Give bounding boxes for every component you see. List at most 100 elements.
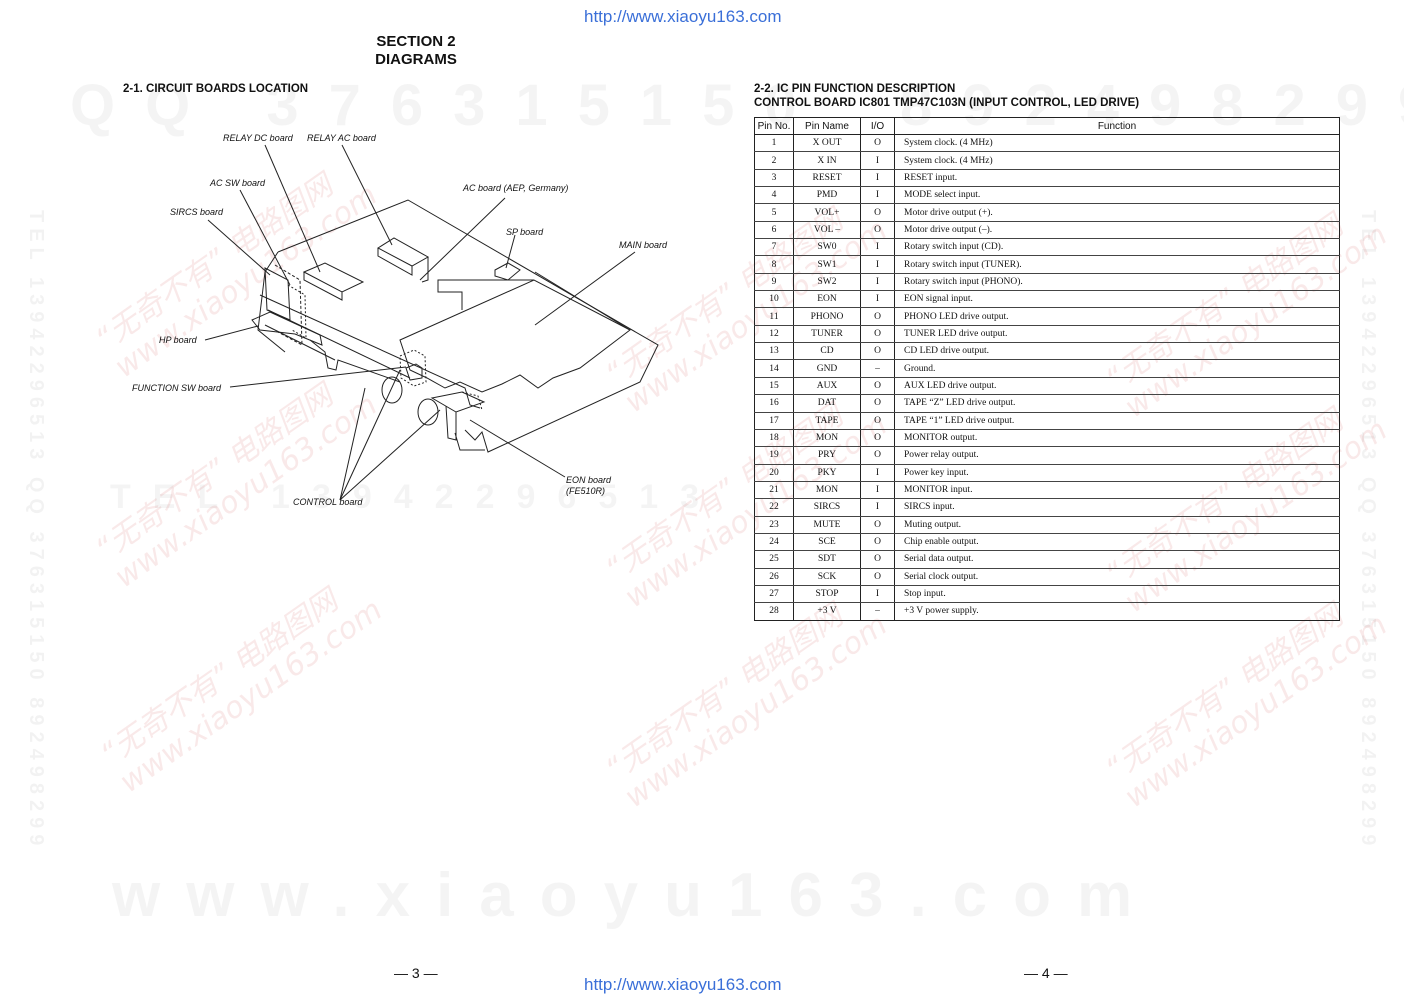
- cell-pin-name: SCK: [793, 568, 861, 586]
- cell-function: Muting output.: [894, 516, 1340, 534]
- cell-pin-no: 5: [754, 203, 794, 222]
- cell-io: I: [860, 169, 895, 188]
- cell-function: System clock. (4 MHz): [894, 134, 1340, 153]
- cell-io: O: [860, 203, 895, 222]
- cell-io: O: [860, 412, 895, 430]
- cell-io: O: [860, 325, 895, 344]
- cell-pin-name: VOL –: [793, 221, 861, 240]
- cell-io: O: [860, 568, 895, 586]
- cell-pin-name: X OUT: [793, 134, 861, 153]
- cell-pin-no: 17: [754, 412, 794, 430]
- cell-function: MODE select input.: [894, 186, 1340, 205]
- cell-io: I: [860, 273, 895, 292]
- cell-pin-name: STOP: [793, 585, 861, 604]
- cell-pin-no: 19: [754, 446, 794, 465]
- ic-pin-heading-line1: 2-2. IC PIN FUNCTION DESCRIPTION: [754, 83, 956, 95]
- cell-function: SIRCS input.: [894, 498, 1340, 517]
- cell-io: O: [860, 394, 895, 413]
- cell-pin-no: 28: [754, 602, 794, 621]
- section-name: DIAGRAMS: [375, 51, 457, 68]
- cell-pin-no: 7: [754, 238, 794, 257]
- cell-pin-no: 22: [754, 498, 794, 517]
- cell-io: –: [860, 602, 895, 621]
- page-number-right: — 4 —: [1024, 965, 1068, 981]
- cell-function: Chip enable output.: [894, 533, 1340, 552]
- cell-pin-name: MON: [793, 481, 861, 500]
- cell-function: Ground.: [894, 359, 1340, 378]
- cell-pin-no: 24: [754, 533, 794, 552]
- cell-pin-name: TUNER: [793, 325, 861, 344]
- cell-pin-name: DAT: [793, 394, 861, 413]
- cell-function: Motor drive output (+).: [894, 203, 1340, 222]
- cell-pin-no: 3: [754, 169, 794, 188]
- cell-pin-name: AUX: [793, 377, 861, 396]
- cell-pin-no: 6: [754, 221, 794, 240]
- page-number-left: — 3 —: [394, 965, 438, 981]
- footer-url-link[interactable]: http://www.xiaoyu163.com: [584, 975, 782, 994]
- cell-io: I: [860, 481, 895, 500]
- cell-pin-name: MUTE: [793, 516, 861, 534]
- cell-pin-name: TAPE: [793, 412, 861, 430]
- cell-io: I: [860, 238, 895, 257]
- cell-io: I: [860, 186, 895, 205]
- cell-function: Stop input.: [894, 585, 1340, 604]
- cell-pin-no: 1: [754, 134, 794, 153]
- cell-pin-no: 18: [754, 429, 794, 448]
- cell-pin-name: SCE: [793, 533, 861, 552]
- cell-pin-name: PRY: [793, 446, 861, 465]
- table-header-row: Pin No. Pin Name I/O Function: [754, 117, 1340, 135]
- cell-pin-no: 11: [754, 307, 794, 326]
- cell-function: CD LED drive output.: [894, 342, 1340, 361]
- cell-pin-no: 2: [754, 151, 794, 170]
- cell-function: PHONO LED drive output.: [894, 307, 1340, 326]
- cell-function: Serial clock output.: [894, 568, 1340, 586]
- cell-pin-no: 13: [754, 342, 794, 361]
- cell-pin-name: PMD: [793, 186, 861, 205]
- header-url-link[interactable]: http://www.xiaoyu163.com: [584, 7, 782, 26]
- cell-pin-name: SW2: [793, 273, 861, 292]
- cell-pin-no: 9: [754, 273, 794, 292]
- cell-pin-no: 15: [754, 377, 794, 396]
- cell-function: Serial data output.: [894, 550, 1340, 569]
- cell-pin-no: 12: [754, 325, 794, 344]
- label-function-sw-board: FUNCTION SW board: [132, 383, 222, 393]
- cell-pin-name: RESET: [793, 169, 861, 188]
- cell-pin-no: 26: [754, 568, 794, 586]
- cell-function: Power relay output.: [894, 446, 1340, 465]
- circuit-boards-diagram: [204, 144, 659, 501]
- cell-pin-name: PKY: [793, 464, 861, 482]
- cell-io: O: [860, 377, 895, 396]
- watermark-tel: TEL 13942296513: [110, 478, 721, 517]
- cell-pin-no: 25: [754, 550, 794, 569]
- cell-function: EON signal input.: [894, 290, 1340, 309]
- cell-pin-no: 20: [754, 464, 794, 482]
- cell-pin-no: 4: [754, 186, 794, 205]
- cell-pin-no: 21: [754, 481, 794, 500]
- cell-pin-name: CD: [793, 342, 861, 361]
- cell-pin-name: GND: [793, 359, 861, 378]
- label-ac-board: AC board (AEP, Germany): [463, 183, 569, 193]
- header-function: Function: [894, 117, 1340, 135]
- watermark-vertical-right: TEL 13942296513 QQ 376315150 892498299: [1357, 210, 1379, 852]
